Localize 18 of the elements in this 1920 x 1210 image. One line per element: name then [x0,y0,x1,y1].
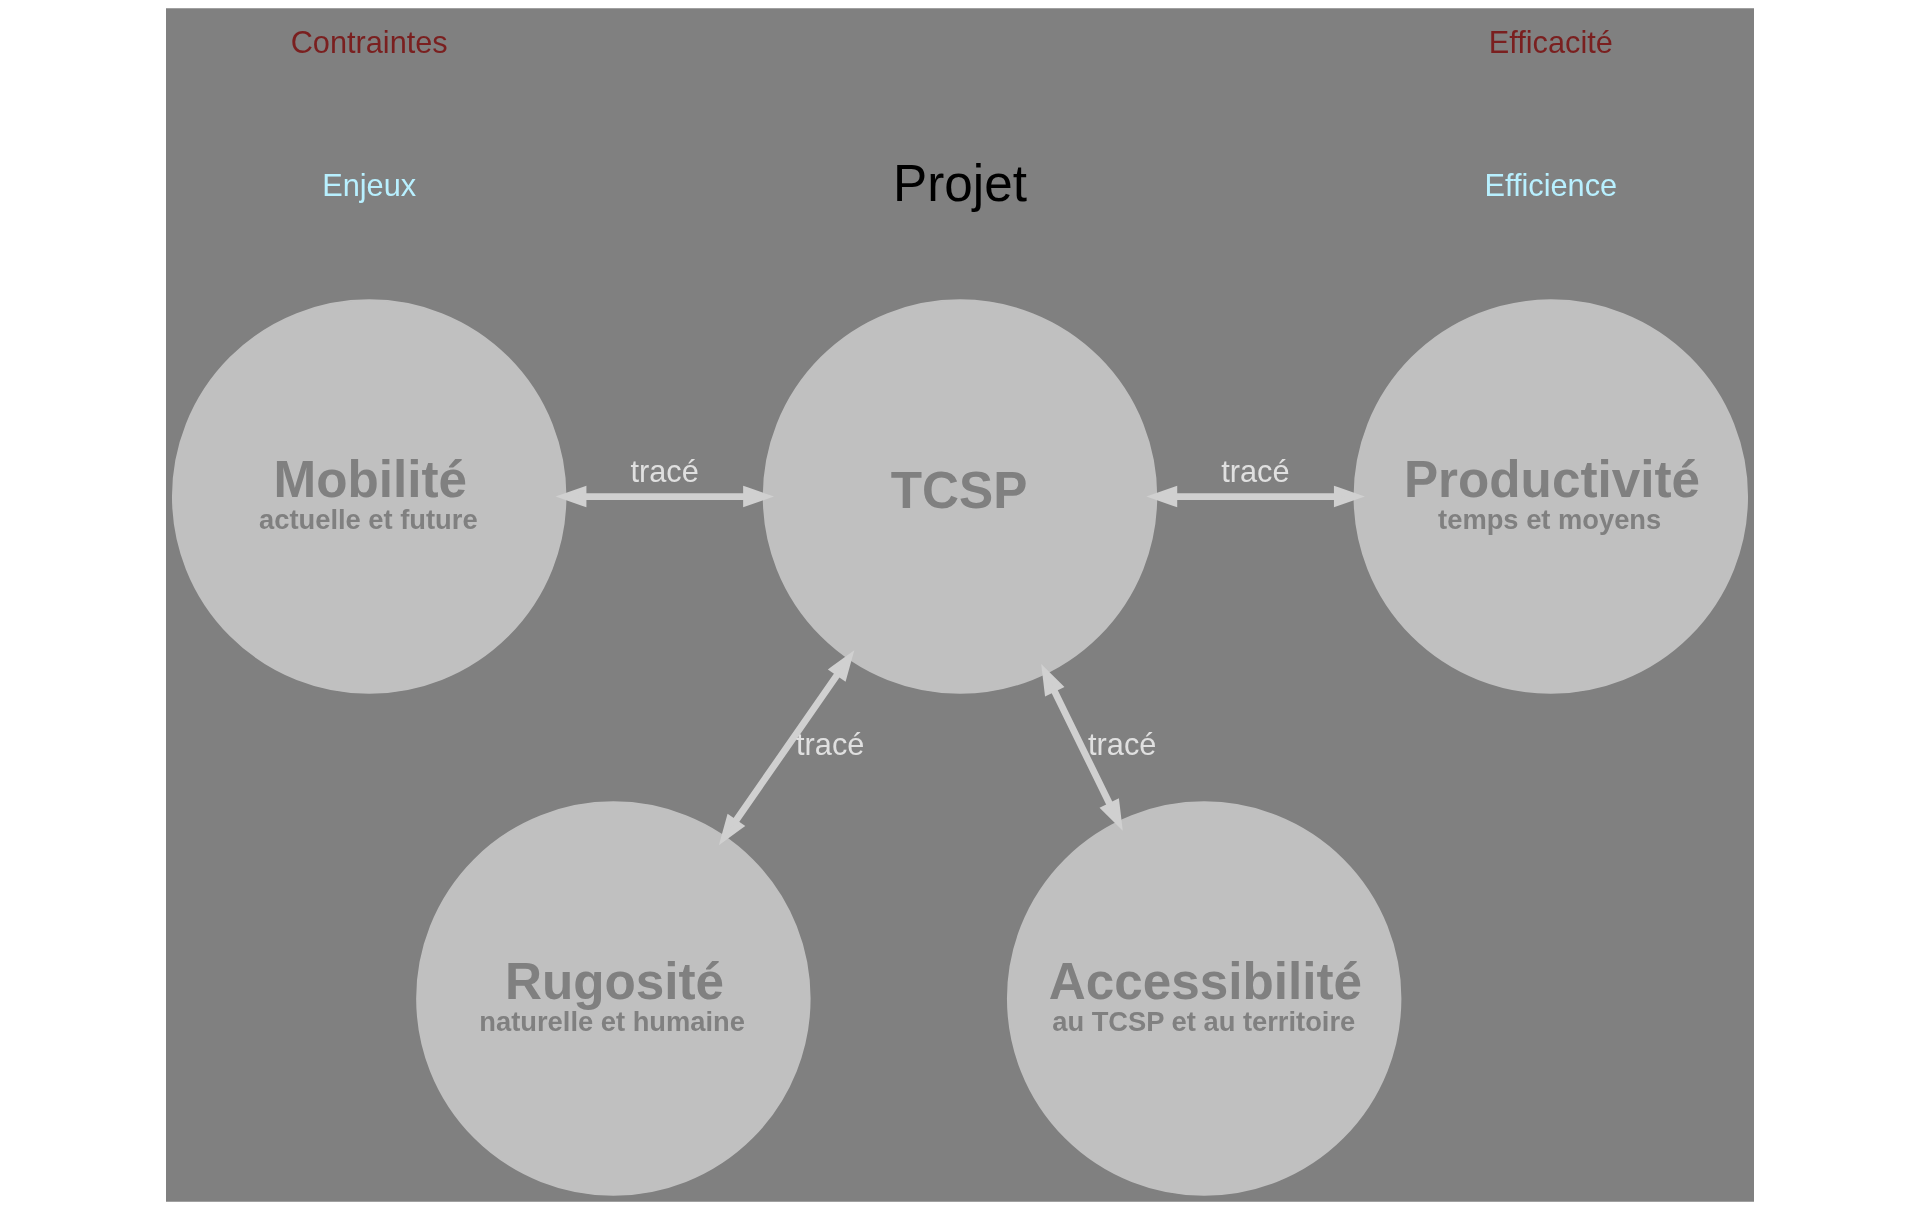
arrow [1041,664,1123,831]
node-circle: TCSP [762,299,1158,694]
edge-label: tracé [630,453,699,489]
arrow [1146,485,1365,508]
node-circle: Productivité temps et moyens [1353,299,1749,694]
label: Projet [893,155,1027,213]
node-circle: Rugosité naturelle et humaine [416,801,811,1196]
label: Efficacité [1488,25,1613,61]
edge-label: tracé [1088,727,1157,763]
edge-label: tracé [1221,453,1290,489]
node-circle: Mobilité actuelle et future [171,299,567,694]
node-circle: Accessibilité au TCSP et au territoire [1006,801,1402,1196]
arrow [718,650,855,846]
label: Contraintes [290,25,448,61]
edge-label: tracé [796,727,865,763]
arrow [555,485,774,508]
label: Enjeux [322,167,417,203]
label: Efficience [1484,167,1618,203]
